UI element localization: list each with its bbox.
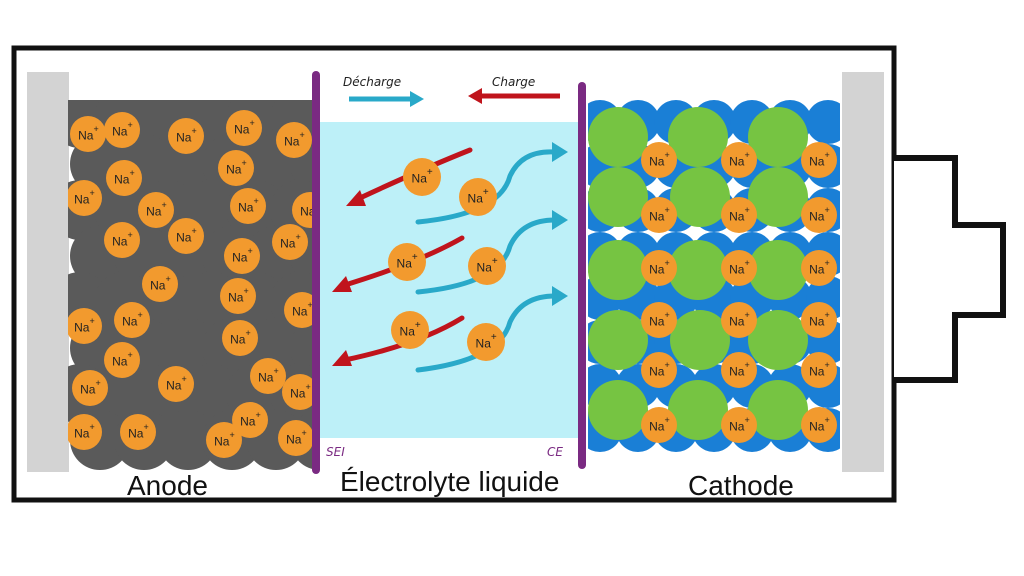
- sodium-ion: Na+: [801, 302, 837, 338]
- sodium-ion: Na+: [403, 158, 441, 196]
- sodium-ion: Na+: [220, 278, 256, 314]
- charge-arrow-head: [468, 88, 482, 104]
- sodium-ion: Na+: [250, 358, 286, 394]
- sodium-ion: Na+: [801, 197, 837, 233]
- sodium-ion: Na+: [641, 197, 677, 233]
- sodium-ion: Na+: [232, 402, 268, 438]
- anode-current-collector: [27, 72, 69, 472]
- sodium-ion: Na+: [222, 320, 258, 356]
- cathode-current-collector: [842, 72, 884, 472]
- sodium-ion: Na+: [801, 407, 837, 443]
- cathode-green-particles: [588, 107, 808, 440]
- carbon-particle: [94, 180, 154, 240]
- sodium-ion: Na+: [224, 238, 260, 274]
- sodium-ion: Na+: [282, 374, 316, 410]
- discharge-flow-arrow: [415, 286, 568, 373]
- sodium-ion: Na+: [284, 292, 316, 328]
- sodium-ion: Na+: [72, 370, 108, 406]
- anode-sodium-ions: Na+Na+Na+Na+Na+Na+Na+Na+Na+Na+Na+Na+Na+N…: [68, 110, 316, 458]
- sodium-ion: Na+: [104, 342, 140, 378]
- battery-terminal: [894, 155, 1006, 383]
- sodium-ion: Na+: [801, 352, 837, 388]
- sodium-ion: Na+: [388, 243, 426, 281]
- sodium-ion: Na+: [641, 302, 677, 338]
- sodium-ion: Na+: [218, 150, 254, 186]
- sodium-ion: Na+: [276, 122, 312, 158]
- anode-label: Anode: [127, 470, 208, 501]
- discharge-arrow-head: [410, 91, 424, 107]
- charge-label: Charge: [492, 75, 535, 89]
- sodium-ion: Na+: [468, 247, 506, 285]
- sodium-ion: Na+: [138, 192, 174, 228]
- sodium-ion: Na+: [721, 250, 757, 286]
- sodium-ion: Na+: [114, 302, 150, 338]
- sodium-ion: Na+: [142, 266, 178, 302]
- sodium-ion: Na+: [641, 407, 677, 443]
- sodium-ion: Na+: [68, 308, 102, 344]
- electrolyte-label: Électrolyte liquide: [340, 466, 559, 497]
- sodium-ion: Na+: [641, 352, 677, 388]
- sodium-ion: Na+: [230, 188, 266, 224]
- ce-label: CE: [547, 445, 563, 459]
- cathode-blue-particle: [806, 100, 840, 144]
- cathode-green-particle: [588, 240, 648, 300]
- sodium-ion: Na+: [721, 302, 757, 338]
- sodium-ion: Na+: [641, 250, 677, 286]
- sodium-ion: Na+: [226, 110, 262, 146]
- sodium-ion: Na+: [104, 112, 140, 148]
- cathode-green-particle: [588, 380, 648, 440]
- cathode-green-particle: [748, 167, 808, 227]
- cathode-green-particle: [748, 380, 808, 440]
- cathode-green-particle: [668, 240, 728, 300]
- discharge-flow-arrow: [415, 210, 568, 295]
- sodium-ion: Na+: [721, 352, 757, 388]
- discharge-label: Décharge: [343, 75, 401, 89]
- carbon-particle: [94, 364, 154, 424]
- sodium-ion: Na+: [68, 180, 102, 216]
- sodium-ion: Na+: [721, 197, 757, 233]
- cathode-sodium-ions: Na+ Na+ Na+ Na+ Na+ Na+ Na+ Na+ Na+ Na+ Na+ Na+ Na+ N…: [641, 142, 837, 443]
- sodium-ion: Na+: [106, 160, 142, 196]
- sodium-ion: Na+: [721, 142, 757, 178]
- sodium-ion: Na+: [641, 142, 677, 178]
- cathode-green-particle: [588, 167, 648, 227]
- sodium-ion: Na+: [168, 118, 204, 154]
- cathode-green-particle: [668, 107, 728, 167]
- carbon-particle: [158, 410, 218, 470]
- sodium-ion: Na+: [158, 366, 194, 402]
- carbon-particle: [158, 318, 218, 378]
- cathode-green-particle: [748, 107, 808, 167]
- cathode-green-particle: [748, 240, 808, 300]
- sodium-ion: Na+: [278, 420, 314, 456]
- carbon-particle: [158, 134, 218, 194]
- cathode-label: Cathode: [688, 470, 794, 501]
- anode-material: Na+Na+Na+Na+Na+Na+Na+Na+Na+Na+Na+Na+Na+N…: [68, 100, 316, 470]
- cathode-green-particle: [670, 310, 730, 370]
- sei-label: SEI: [326, 445, 345, 459]
- cathode-material: Na+ Na+ Na+ Na+ Na+ Na+ Na+ Na+ Na+ Na+ Na+ Na+ Na+ N…: [588, 100, 840, 452]
- sodium-ion: Na+: [70, 116, 106, 152]
- sodium-ion: Na+: [272, 224, 308, 260]
- carbon-particle: [290, 318, 316, 378]
- cathode-green-particle: [588, 310, 648, 370]
- cathode-green-particle: [748, 310, 808, 370]
- cathode-green-particle: [670, 167, 730, 227]
- cathode-green-particle: [588, 107, 648, 167]
- sodium-ion: Na+: [459, 178, 497, 216]
- electrolyte-ion-flow: Na+ Na+ Na+ Na+ Na+ Na+: [332, 142, 568, 373]
- carbon-particle: [182, 364, 242, 424]
- cathode-green-particle: [668, 380, 728, 440]
- sodium-ion: Na+: [168, 218, 204, 254]
- sodium-ion: Na+: [721, 407, 757, 443]
- sodium-ion: Na+: [68, 414, 102, 450]
- sodium-ion: Na+: [467, 323, 505, 361]
- sodium-ion: Na+: [801, 142, 837, 178]
- sodium-ion: Na+: [104, 222, 140, 258]
- discharge-flow-arrow: [415, 142, 568, 225]
- sodium-ion: Na+: [120, 414, 156, 450]
- sodium-ion: Na+: [206, 422, 242, 458]
- sodium-ion: Na+: [391, 311, 429, 349]
- sodium-ion: Na+: [801, 250, 837, 286]
